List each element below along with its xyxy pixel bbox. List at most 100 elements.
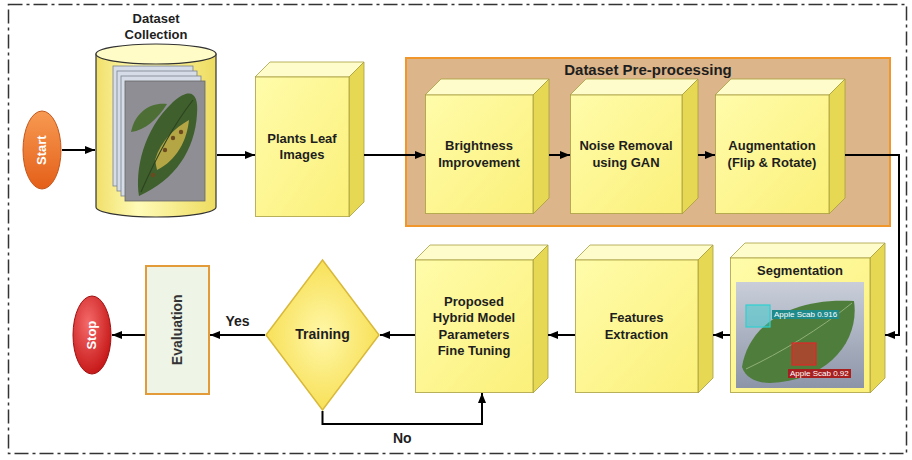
node-label: Start (34, 135, 50, 165)
cube-top (415, 245, 548, 260)
node-label: Noise Removal using GAN (576, 138, 676, 171)
flow-arrow (549, 154, 570, 156)
cube-side (533, 245, 548, 393)
node-label: Brightness Improvement (431, 138, 527, 171)
text-area: Start (22, 110, 62, 190)
flow-arrow (62, 149, 95, 151)
detection-label: Apple Scab 0.92 (788, 369, 851, 378)
diamond-outline (266, 260, 379, 410)
cube-front (426, 95, 534, 214)
leaf-spot (151, 173, 155, 177)
cube-front (416, 260, 534, 393)
start-terminal: Start (22, 110, 62, 190)
leaf-photo-stack (113, 66, 205, 201)
detection-tag: Apple Scab 0.92 (788, 369, 851, 378)
cube-side (533, 79, 549, 214)
flow-arrow (548, 334, 575, 336)
box-outline (146, 266, 209, 394)
text-area: Proposed Hybrid Model Parameters Fine Tu… (415, 260, 533, 393)
flow-arrow (698, 154, 715, 156)
process-box: Brightness Improvement (425, 79, 549, 214)
node-label: Proposed Hybrid Model Parameters Fine Tu… (428, 294, 520, 359)
text-area: Training (265, 259, 380, 411)
node-label: Evaluation (169, 295, 187, 366)
cube-top (715, 79, 845, 95)
process-box: Noise Removal using GAN (570, 79, 698, 214)
cube-front (256, 77, 350, 217)
oval-outline (73, 296, 111, 374)
leaf-midrib (141, 100, 193, 192)
flow-arrow (112, 334, 145, 336)
text-area: Features Extraction (575, 260, 698, 393)
segmented-leaf (742, 301, 855, 383)
text-area: Evaluation (145, 265, 210, 395)
band-outline (406, 58, 890, 226)
cylinder-body (96, 54, 216, 217)
image-ground (736, 282, 864, 388)
node-label: Plants Leaf Images (261, 131, 343, 164)
cylinder-top (96, 44, 216, 64)
node-label: Augmentation (Flip & Rotate) (721, 138, 823, 171)
edge-label: Yes (223, 313, 251, 329)
leaf-spot (163, 148, 167, 152)
cube-front (571, 95, 683, 214)
decision-diamond: Training (265, 259, 380, 411)
flow-arrow (210, 334, 265, 336)
flow-arrow (380, 334, 415, 336)
preprocessing-band: Brightness Improvement Noise Removal usin… (405, 57, 891, 227)
cube-front (576, 260, 699, 393)
detection-tag: Apple Scab 0.916 (772, 310, 839, 319)
text-area: Dataset Collection (95, 10, 217, 44)
text-area: Segmentation (730, 261, 870, 281)
text-area: Augmentation (Flip & Rotate) (715, 95, 829, 214)
node-label: Training (295, 326, 349, 344)
frame-border (9, 5, 907, 454)
evaluation-box: Evaluation (145, 265, 210, 395)
cube-side (829, 79, 845, 214)
edge-label: No (391, 430, 414, 446)
cube-top (425, 79, 549, 95)
cube-top (575, 245, 713, 260)
cube-top (255, 62, 364, 77)
text-area: Noise Removal using GAN (570, 95, 682, 214)
process-box: Augmentation (Flip & Rotate) (715, 79, 845, 214)
node-label: Segmentation (757, 263, 843, 279)
oval-outline (23, 111, 61, 189)
cube-side (870, 243, 885, 393)
process-box: Proposed Hybrid Model Parameters Fine Tu… (415, 245, 548, 393)
leaf-spot (179, 130, 183, 134)
leaf-vein (746, 303, 852, 369)
cube-side (349, 62, 364, 217)
flow-arrow (845, 155, 899, 335)
node-label: Stop (84, 321, 100, 350)
flow-arrow (713, 334, 730, 336)
edge-label-holder: Yes (223, 313, 251, 329)
process-box: Features Extraction (575, 245, 713, 393)
cube-side (682, 79, 698, 214)
edge-label-holder: No (391, 430, 414, 446)
segmentation-box: SegmentationApple Scab 0.916Apple Scab 0… (730, 243, 885, 393)
detection-box (746, 305, 770, 327)
leaf (138, 93, 197, 196)
flow-arrow (323, 393, 483, 424)
segmentation-image (736, 282, 864, 388)
text-area: Plants Leaf Images (255, 77, 349, 217)
text-area: Dataset Pre-processing (405, 60, 891, 80)
band-title: Dataset Pre-processing (564, 61, 732, 80)
leaf-photo (125, 81, 205, 201)
flow-arrow (364, 154, 425, 156)
detection-box (792, 343, 816, 365)
dataset-cylinder: Dataset Collection (95, 10, 217, 218)
leaf-blotch (155, 120, 189, 170)
detection-label: Apple Scab 0.916 (772, 310, 839, 319)
text-area: Brightness Improvement (425, 95, 533, 214)
cube-top (730, 243, 885, 258)
node-label: Features Extraction (596, 310, 678, 343)
flow-arrow (217, 154, 255, 156)
text-area: Stop (72, 295, 112, 375)
cube-front (731, 258, 871, 393)
node-label: Dataset Collection (111, 11, 201, 44)
leaf-spot (171, 136, 175, 140)
